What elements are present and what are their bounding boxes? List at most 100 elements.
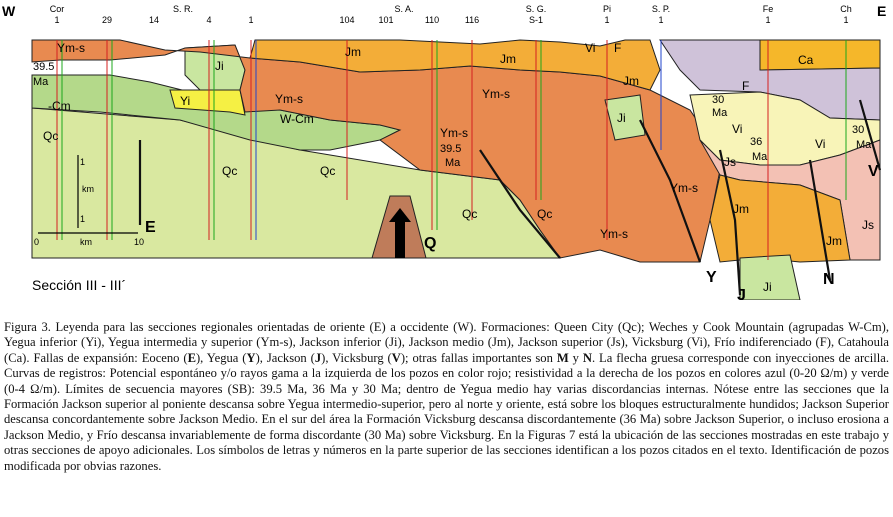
fault-line xyxy=(808,159,832,281)
age-unit-label: Ma xyxy=(856,139,872,151)
fault-label-n: N xyxy=(823,271,835,288)
fault-label-e: E xyxy=(145,219,156,236)
direction-east: E xyxy=(877,3,886,19)
scale-v-top: 1 xyxy=(80,157,85,167)
scale-bar: 1 km 1 0 km 10 xyxy=(34,155,144,247)
unit-label-js: Js xyxy=(862,218,874,232)
well-id: 101 xyxy=(378,15,393,25)
clay-injection-arrow xyxy=(389,208,411,258)
caption-bold: V xyxy=(391,350,401,365)
figure-caption: Figura 3. Leyenda para las secciones reg… xyxy=(4,320,889,474)
well-group-label: Cor xyxy=(50,4,65,14)
unit-label-f: F xyxy=(742,79,749,93)
well-logs xyxy=(56,40,847,260)
age-label: 30 xyxy=(712,94,724,106)
unit-label-qc: Qc xyxy=(320,164,335,178)
unit-jm-upper-area xyxy=(249,39,661,91)
caption-bold: J xyxy=(314,350,322,365)
geologic-units xyxy=(31,39,881,300)
unit-label-ji: Ji xyxy=(763,280,772,294)
age-label: 36 xyxy=(750,136,762,148)
caption-bold: M xyxy=(556,350,569,365)
unit-label-w-cm: -Cm xyxy=(48,99,71,113)
fault-label-q: Q xyxy=(424,235,436,252)
unit-ca-area xyxy=(759,39,881,71)
age-label: 39.5 xyxy=(33,61,54,73)
unit-label-js: Js xyxy=(724,155,736,169)
age-unit-label: Ma xyxy=(33,76,49,88)
section-title: Sección III - III´ xyxy=(32,277,126,293)
fault-label-j: J xyxy=(737,287,746,300)
unit-label-ym-s: Ym-s xyxy=(600,227,628,241)
unit-label-vi: Vi xyxy=(815,137,825,151)
well-group-label: S. G. xyxy=(526,4,547,14)
well-id: 1 xyxy=(604,15,609,25)
caption-text: Figura 3. Leyenda para las secciones reg… xyxy=(4,320,889,365)
caption-text: . La flecha gruesa corresponde con inyec… xyxy=(4,350,889,473)
unit-label-ym-s: Ym-s xyxy=(440,126,468,140)
scale-h-left: 0 xyxy=(34,237,39,247)
scale-h-right: 10 xyxy=(134,237,144,247)
cross-section-figure: W E Cor 1 S. R. 29 14 4 1 S. A. 104 101 … xyxy=(2,3,886,300)
unit-label-jm: Jm xyxy=(826,234,842,248)
caption-text: ); otras fallas importantes son xyxy=(400,350,557,365)
unit-label-vi: Vi xyxy=(585,41,595,55)
unit-label-f: F xyxy=(614,41,621,55)
well-id: 1 xyxy=(765,15,770,25)
unit-label-vi: Vi xyxy=(732,122,742,136)
well-id: 1 xyxy=(658,15,663,25)
well-group-label: S. P. xyxy=(652,4,670,14)
direction-west: W xyxy=(2,3,16,19)
well-id: 1 xyxy=(843,15,848,25)
well-group-label: S. R. xyxy=(173,4,193,14)
well-id: 4 xyxy=(206,15,211,25)
well-id: 29 xyxy=(102,15,112,25)
fault-labels: E Q Y J N V xyxy=(145,163,879,300)
well-header: Cor 1 S. R. 29 14 4 1 S. A. 104 101 110 … xyxy=(50,4,852,25)
well-id: S-1 xyxy=(529,15,543,25)
age-unit-label: Ma xyxy=(445,157,461,169)
fault-line xyxy=(479,149,561,259)
fault-label-y: Y xyxy=(706,269,717,286)
caption-bold: Y xyxy=(246,350,256,365)
fault-line xyxy=(718,149,742,296)
scale-km-label: km xyxy=(82,184,94,194)
unit-labels: Ym-s 39.5 Ma -Cm Qc Ji Yi Ym-s W-Cm Qc Q… xyxy=(33,41,874,294)
well-id: 116 xyxy=(465,15,479,25)
unit-label-ca: Ca xyxy=(798,53,814,67)
unit-label-w-cm: W-Cm xyxy=(280,112,314,126)
unit-label-jm: Jm xyxy=(345,45,361,59)
well-id: 14 xyxy=(149,15,159,25)
unit-label-ym-s: Ym-s xyxy=(275,92,303,106)
caption-text: ), Yegua ( xyxy=(195,350,247,365)
unit-label-ji: Ji xyxy=(617,111,626,125)
caption-text: ), Jackson ( xyxy=(255,350,315,365)
unit-jm-lower-area xyxy=(709,174,851,263)
fault-line xyxy=(639,119,702,263)
well-group-label: Pi xyxy=(603,4,611,14)
scale-v-bottom: 1 xyxy=(80,214,85,224)
unit-label-ym-s: Ym-s xyxy=(482,87,510,101)
unit-label-ji: Ji xyxy=(215,59,224,73)
well-id: 1 xyxy=(248,15,253,25)
unit-ji-mid-area xyxy=(604,94,646,141)
well-id: 104 xyxy=(339,15,354,25)
well-id: 110 xyxy=(425,15,439,25)
unit-label-qc: Qc xyxy=(222,164,237,178)
caption-bold: E xyxy=(187,350,196,365)
unit-label-ym-s: Ym-s xyxy=(57,41,85,55)
scale-km-label-h: km xyxy=(80,237,92,247)
age-unit-label: Ma xyxy=(712,107,728,119)
well-id: 1 xyxy=(54,15,59,25)
well-group-label: Fe xyxy=(763,4,774,14)
well-group-label: S. A. xyxy=(394,4,413,14)
unit-label-yi: Yi xyxy=(180,94,190,108)
age-unit-label: Ma xyxy=(752,151,768,163)
caption-bold: N xyxy=(582,350,592,365)
unit-label-ym-s: Ym-s xyxy=(670,181,698,195)
well-group-label: Ch xyxy=(840,4,852,14)
caption-text: ), Vicksburg ( xyxy=(321,350,392,365)
unit-label-jm: Jm xyxy=(500,52,516,66)
fault-line xyxy=(858,99,882,171)
unit-label-jm: Jm xyxy=(623,74,639,88)
